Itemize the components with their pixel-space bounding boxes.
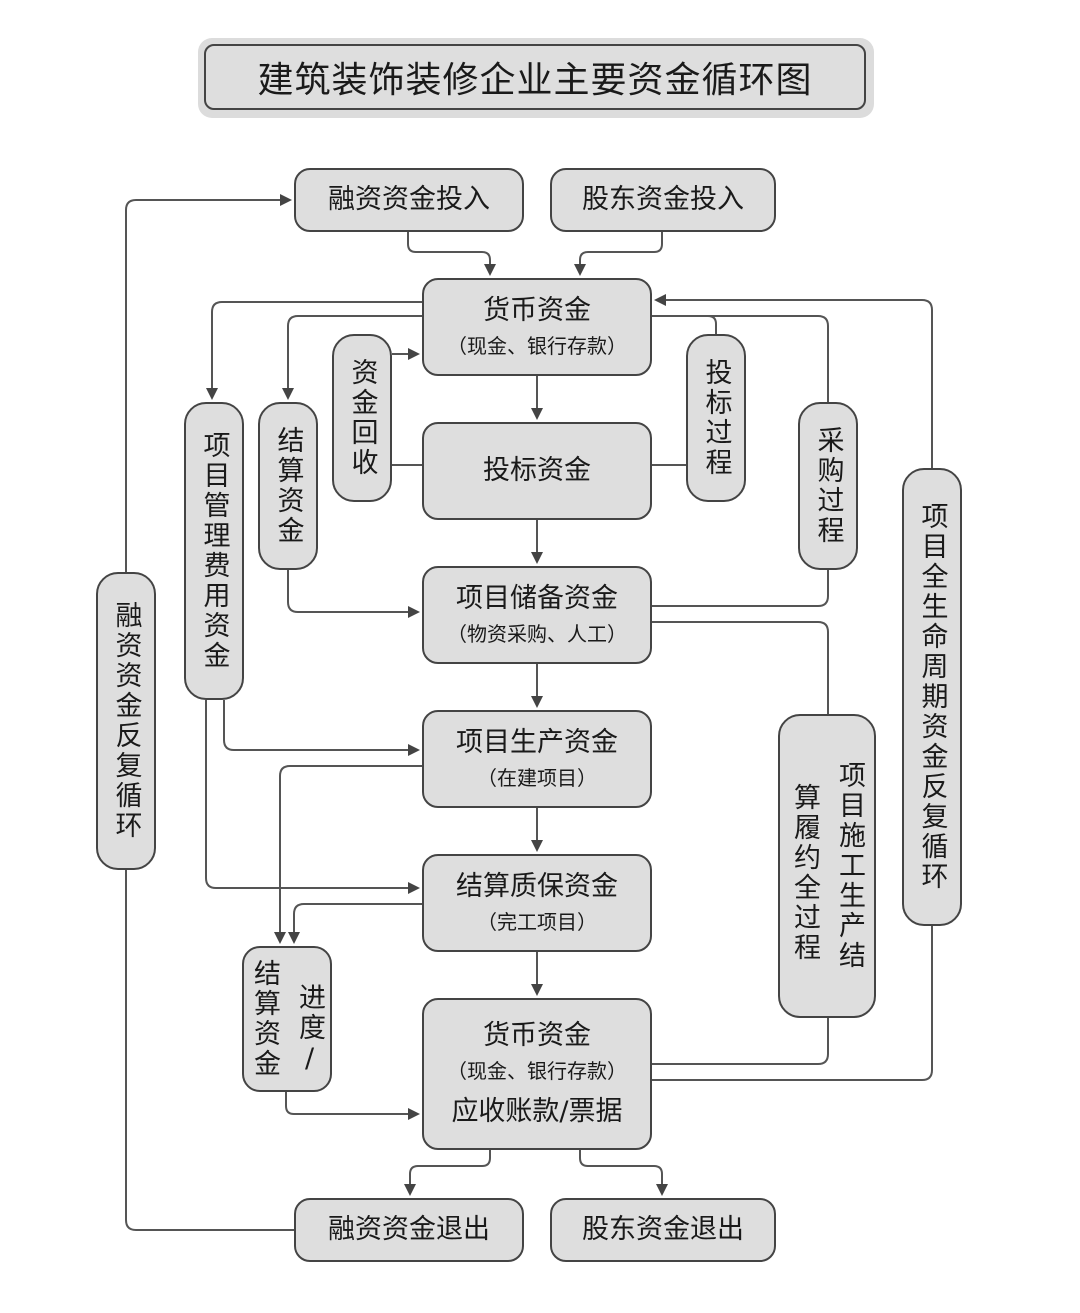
node-bid-funds: 投标资金 xyxy=(422,422,652,520)
node-label: 投标资金 xyxy=(483,455,591,486)
edge-procurement-to-reserve xyxy=(652,570,829,607)
label-text: 项目全生命周期资金反复循环 xyxy=(916,502,948,892)
node-extra-label: 应收账款/票据 xyxy=(451,1096,623,1127)
label-text-col2: 结算资金 xyxy=(249,959,280,1079)
edge-mgmt-to-warranty xyxy=(205,700,420,894)
edge-reserve-to-construction xyxy=(652,621,829,714)
edge-mgmt-to-production xyxy=(223,700,420,756)
edge-cash-to-mgmt xyxy=(206,301,422,400)
node-label: 股东资金退出 xyxy=(582,1214,744,1245)
node-cash-top: 货币资金 （现金、银行存款） xyxy=(422,278,652,376)
node-label: 项目生产资金 xyxy=(456,727,618,758)
edge-cash-to-shareholder-out xyxy=(579,1150,668,1196)
node-label: 融资资金投入 xyxy=(328,184,490,215)
edge-financing-in-to-cash xyxy=(407,232,496,276)
label-bidding-process: 投标过程 xyxy=(686,334,746,502)
label-text: 投标过程 xyxy=(700,358,732,478)
node-reserve-funds: 项目储备资金 （物资采购、人工） xyxy=(422,566,652,664)
label-settlement-funds: 结算资金 xyxy=(258,402,318,570)
node-sublabel: （现金、银行存款） xyxy=(447,1059,627,1083)
label-lifecycle-cycle: 项目全生命周期资金反复循环 xyxy=(902,468,962,926)
label-text: 采购过程 xyxy=(812,426,844,546)
node-label: 结算质保资金 xyxy=(456,871,618,902)
edge-production-to-progress xyxy=(274,765,422,944)
edge-financing-out-to-cycle xyxy=(125,870,294,1231)
label-text-col2: 算履约全过程 xyxy=(789,783,820,963)
diagram-title: 建筑装饰装修企业主要资金循环图 xyxy=(204,44,866,110)
node-cash-bottom: 货币资金 （现金、银行存款） 应收账款/票据 xyxy=(422,998,652,1150)
node-production-funds: 项目生产资金 （在建项目） xyxy=(422,710,652,808)
node-settlement-warranty: 结算质保资金 （完工项目） xyxy=(422,854,652,952)
label-text: 结算资金 xyxy=(272,426,304,546)
node-financing-in: 融资资金投入 xyxy=(294,168,524,232)
node-shareholder-out: 股东资金退出 xyxy=(550,1198,776,1262)
node-label: 股东资金投入 xyxy=(582,184,744,215)
edge-cash-to-financing-out xyxy=(404,1150,491,1196)
edge-cash-to-procurement xyxy=(652,315,829,402)
edge-construction-to-cash-bottom xyxy=(652,1018,829,1065)
label-progress-settlement: 进度/ 结算资金 xyxy=(242,946,332,1092)
label-construction-process: 项目施工生产结 算履约全过程 xyxy=(778,714,876,1018)
edge-progress-to-cash-bottom xyxy=(285,1090,420,1120)
label-text-col1: 项目施工生产结 xyxy=(834,761,865,971)
label-financing-cycle: 融资资金反复循环 xyxy=(96,572,156,870)
node-financing-out: 融资资金退出 xyxy=(294,1198,524,1262)
edge-shareholder-in-to-cash xyxy=(574,232,663,276)
edge-cash-to-settlement xyxy=(282,315,422,400)
label-columns: 进度/ 结算资金 xyxy=(245,959,329,1079)
label-text: 资金回收 xyxy=(346,358,378,478)
node-sublabel: （完工项目） xyxy=(477,910,597,934)
label-mgmt-fee-funds: 项目管理费用资金 xyxy=(184,402,244,700)
label-text-col1: 进度/ xyxy=(294,983,325,1077)
node-sublabel: （现金、银行存款） xyxy=(447,334,627,358)
node-label: 货币资金 xyxy=(483,295,591,326)
node-sublabel: （物资采购、人工） xyxy=(447,622,627,646)
edge-cycle-to-financing-in xyxy=(125,194,292,572)
edge-lifecycle-to-cash-top xyxy=(654,294,933,468)
edge-cash-to-bidding xyxy=(652,315,717,334)
label-text: 项目管理费用资金 xyxy=(198,431,230,671)
node-shareholder-in: 股东资金投入 xyxy=(550,168,776,232)
label-text: 融资资金反复循环 xyxy=(110,601,142,841)
node-label: 货币资金 xyxy=(483,1020,591,1051)
node-label: 融资资金退出 xyxy=(328,1214,490,1245)
label-columns: 项目施工生产结 算履约全过程 xyxy=(785,761,869,971)
node-sublabel: （在建项目） xyxy=(477,766,597,790)
label-procurement-process: 采购过程 xyxy=(798,402,858,570)
edge-settlement-to-reserve xyxy=(287,570,420,618)
node-label: 项目储备资金 xyxy=(456,583,618,614)
edge-warranty-to-progress xyxy=(288,903,422,944)
edge-cash-bottom-to-lifecycle xyxy=(652,926,933,1081)
label-fund-recovery: 资金回收 xyxy=(332,334,392,502)
